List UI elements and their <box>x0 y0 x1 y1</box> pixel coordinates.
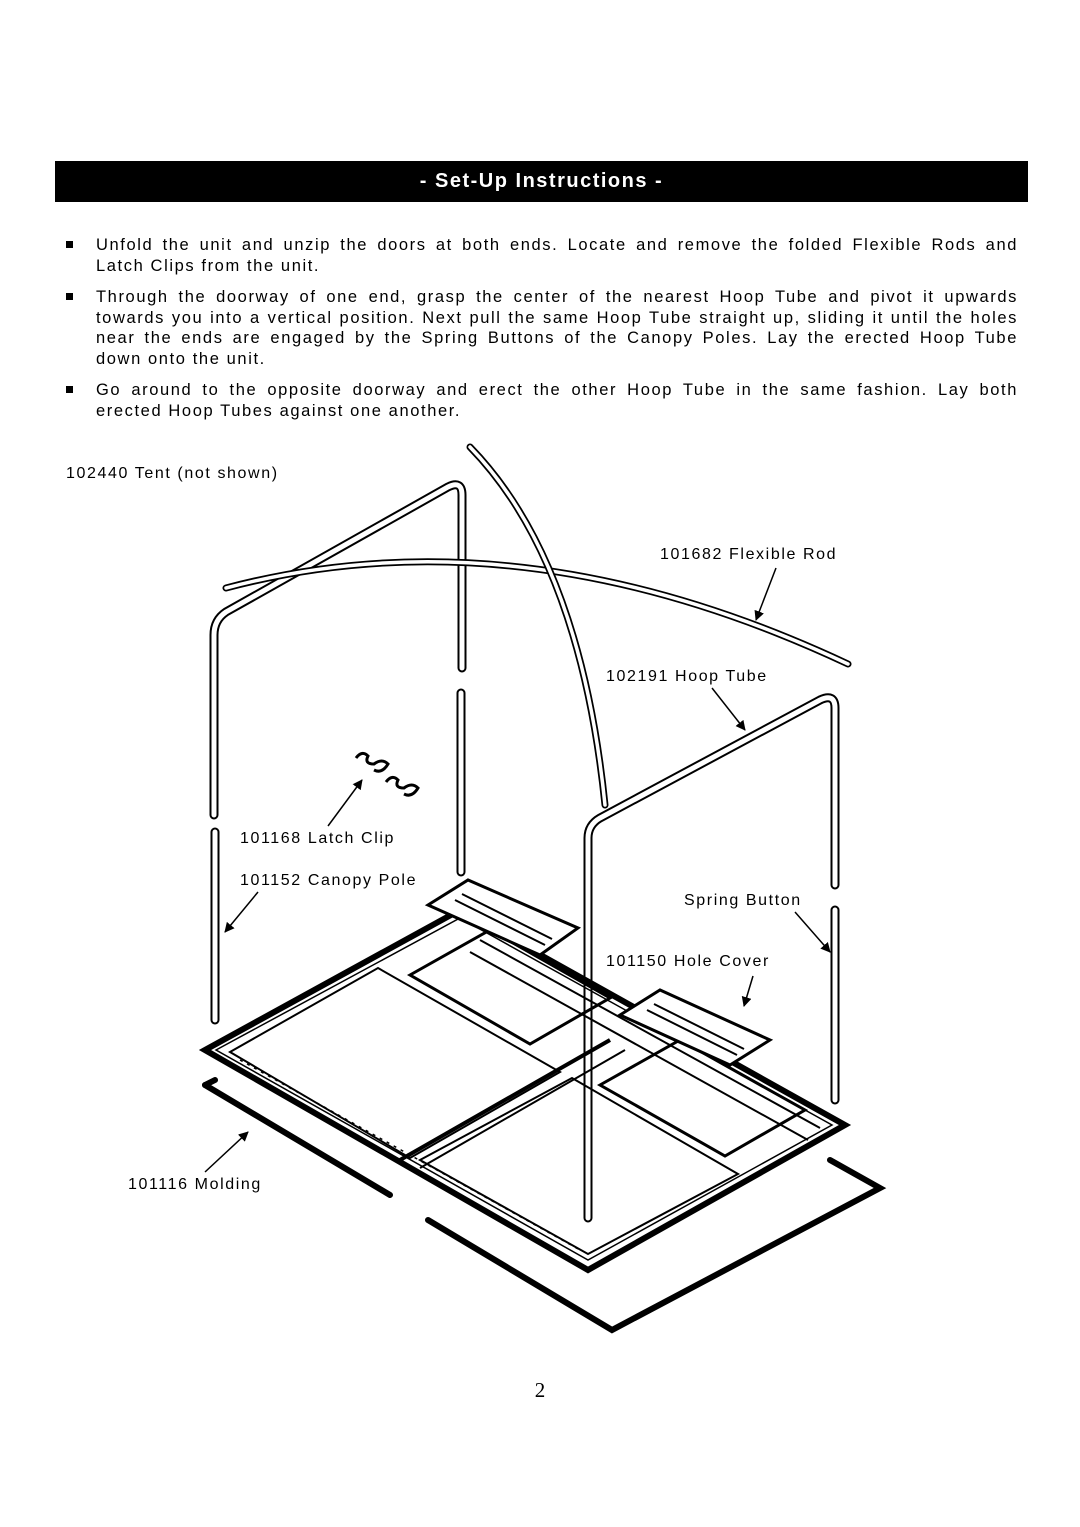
bullet-icon <box>66 293 73 300</box>
hole-cover-slots <box>454 893 745 1056</box>
instruction-text: Unfold the unit and unzip the doors at b… <box>96 236 1018 275</box>
molding <box>202 1077 887 1334</box>
label-tent: 102440 Tent (not shown) <box>66 465 279 482</box>
label-spring-button: Spring Button <box>684 892 802 909</box>
left-hoop-tube <box>209 480 467 820</box>
label-molding: 101116 Molding <box>128 1176 262 1193</box>
instruction-item: Through the doorway of one end, grasp th… <box>66 287 1018 369</box>
label-flexible-rod: 101682 Flexible Rod <box>660 546 837 563</box>
assembly-diagram: 102440 Tent (not shown) 101682 Flexible … <box>66 443 887 1334</box>
instruction-item: Go around to the opposite doorway and er… <box>66 380 1018 421</box>
label-hoop-tube: 102191 Hoop Tube <box>606 668 768 685</box>
section-title-bar: - Set-Up Instructions - <box>55 161 1028 202</box>
latch-clips <box>354 751 420 797</box>
label-hole-cover: 101150 Hole Cover <box>606 953 770 970</box>
label-latch-clip: 101168 Latch Clip <box>240 830 395 847</box>
instruction-text: Through the doorway of one end, grasp th… <box>96 288 1018 368</box>
section-title: - Set-Up Instructions - <box>419 170 664 192</box>
page-number: 2 <box>534 1378 546 1402</box>
instruction-list: Unfold the unit and unzip the doors at b… <box>66 235 1018 432</box>
leader-arrows <box>204 567 831 1173</box>
instruction-text: Go around to the opposite doorway and er… <box>96 381 1018 420</box>
canopy-poles <box>210 688 840 1105</box>
base-platform <box>198 906 852 1274</box>
label-canopy-pole: 101152 Canopy Pole <box>240 872 417 889</box>
flexible-rods <box>222 443 852 809</box>
hole-covers <box>424 878 774 1067</box>
bullet-icon <box>66 386 73 393</box>
bullet-icon <box>66 241 73 248</box>
right-hoop-tube <box>583 693 840 1223</box>
instruction-item: Unfold the unit and unzip the doors at b… <box>66 235 1018 276</box>
